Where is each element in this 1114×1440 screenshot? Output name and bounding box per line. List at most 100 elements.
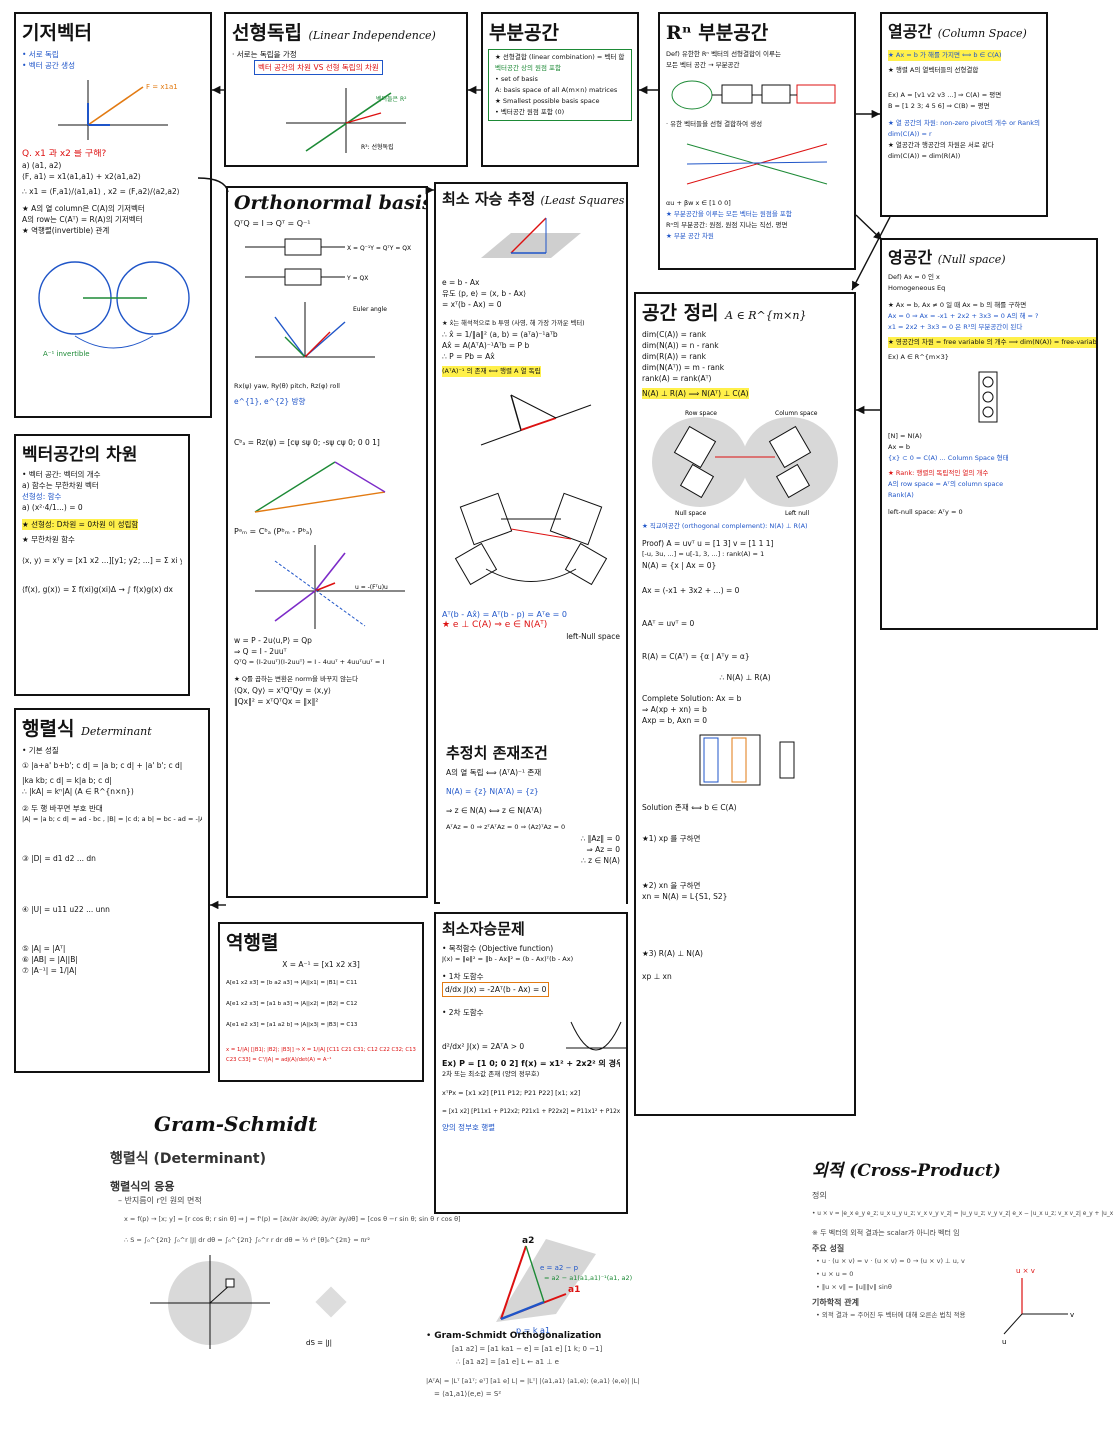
note-line: ② 두 행 바꾸면 부호 반대 — [22, 804, 103, 813]
inverse-matrix-section: 역행렬 X = A⁻¹ = [x1 x2 x3] A[e1 x2 x3] = [… — [218, 922, 424, 1082]
note-line: Ax = 0 ⇒ Ax = -x1 + 2x2 + 3x3 = 0 A의 해 =… — [888, 312, 1039, 320]
note-line: αu + βw x ∈ [1 0 0] — [666, 199, 731, 207]
v-axis-label: v — [1070, 1311, 1074, 1319]
four-fundamental-subspaces-diagram: Row space Column space Null space Left n… — [652, 410, 838, 517]
note-line: ⇒ z ∈ N(A) ⟺ z ∈ N(AᵀA) — [446, 806, 542, 815]
note-line: ★ Ax = b, Ax ≠ 0 일 때 Ax = b 의 해를 구하면 — [888, 301, 1027, 309]
note-line: N(A) = {z} N(AᵀA) = {z} — [446, 787, 539, 796]
note-line: ⇒ Q = I - 2uuᵀ — [234, 647, 287, 656]
determinant-section: 행렬식 Determinant • 기본 성질 ① |a+a' b+b'; c … — [14, 708, 210, 1073]
note-line: ★ 열공간과 행공간의 차원은 서로 같다 — [888, 141, 994, 149]
section-title: 추정치 존재조건 — [446, 744, 548, 762]
note-line: · 서로는 독립을 가정 — [232, 50, 297, 59]
note-line: A[e1 x2 x3] = [a1 b a3] ⇒ |A||x2| = |B2|… — [226, 1001, 358, 1007]
note-line: ∴ ‖Az‖ = 0 — [580, 834, 620, 843]
note-line: 양의 정부호 행렬 — [442, 1123, 496, 1132]
note-line: ★ 무한차원 함수 — [22, 535, 75, 544]
note-line: rank(A) = rank(Aᵀ) — [642, 374, 712, 383]
note-line: • 기본 성질 — [22, 746, 59, 755]
determinant-subheading: 행렬식의 응용 — [110, 1180, 175, 1193]
note-line: N(A) = {x | Ax = 0} — [642, 561, 717, 570]
note-line: Y = QX — [346, 275, 368, 282]
projection-plane-diagram — [481, 217, 581, 258]
note-line: left-null space: Aᵀy = 0 — [888, 508, 963, 516]
note-line: R³: 선형독립 — [361, 143, 394, 151]
note-line: A[e1 e2 x3] = [a1 a2 b] ⇒ |A||x3| = |B3|… — [226, 1022, 358, 1028]
note-line: ④ |U| = u11 u22 ... unn — [22, 905, 110, 914]
section-title-en: (Linear Independence) — [308, 29, 436, 42]
note-line: ★ Smallest possible basis space — [495, 97, 600, 105]
note-line: A의 row space = Aᵀ의 column space — [888, 480, 1004, 488]
note-line: • 벡터공간 원점 포함 (0) — [495, 108, 565, 116]
note-line: |A| = |a b; c d| = ad - bc , |B| = |c d;… — [22, 815, 202, 823]
note-line: • 서로 독립 — [22, 50, 59, 59]
section-title: Rⁿ 부분공간 — [666, 22, 769, 44]
orthogonalization-eq: |AᵀA| = |Lᵀ [a1ᵀ; eᵀ] [a1 e] L| = |Lᵀ| |… — [426, 1377, 640, 1385]
note-line: Solution 존재 ⟺ b ∈ C(A) — [642, 803, 737, 812]
definition-label: 정의 — [812, 1191, 827, 1200]
note-line: Ex) P = [1 0; 0 2] f(x) = x1² + 2x2² 의 경… — [442, 1059, 620, 1068]
projection-label: p = k a1 — [516, 1326, 550, 1334]
frame-translation-diagram — [254, 461, 385, 513]
note-line: ★1) xp 를 구하면 — [642, 834, 701, 843]
a2-label: a2 — [522, 1236, 534, 1246]
note-line: |ka kb; c d| = k|a b; c d| — [22, 776, 112, 785]
note-line: x1 = 2x2 + 3x3 = 0 은 R³의 부분공간이 된다 — [888, 323, 1023, 331]
note-line: Def) 유한한 Rⁿ 벡터의 선형결합이 이루는 — [666, 50, 781, 58]
error-vector-expansion: = a2 − a1(a1,a1)⁻¹(a1, a2) — [544, 1274, 632, 1282]
note-line: ★2) xn 을 구하면 — [642, 881, 701, 890]
section-title: 열공간 — [888, 22, 933, 41]
basis-vector-section: 기저벡터 • 서로 독립 • 벡터 공간 생성 F = x1a1 + x2a2 … — [14, 12, 212, 418]
note-line: ∴ x1 = ⟨F,a1⟩/⟨a1,a1⟩ , x2 = ⟨F,a2⟩/⟨a2,… — [22, 187, 180, 196]
basis-eq-label: F = x1a1 + x2a2 — [146, 83, 178, 91]
u-axis-label: u — [1002, 1338, 1006, 1346]
note-line: • 벡터 공간: 벡터의 개수 — [22, 470, 101, 479]
orthogonalization-eq: ∴ [a1 a2] = [a1 e] L ← a1 ⊥ e — [456, 1358, 559, 1366]
note-line: ∴ z ∈ N(A) — [581, 856, 620, 865]
orthogonalization-eq: [a1 a2] = [a1 ka1 − e] = [a1 e] [1 k; 0 … — [452, 1345, 603, 1353]
note-line: Rank(A) — [888, 491, 914, 499]
section-title: 영공간 — [888, 248, 933, 267]
gram-schmidt-orthogonalization: • Gram-Schmidt Orthogonalization [a1 a2]… — [426, 1330, 686, 1434]
section-title: 기저벡터 — [22, 22, 92, 44]
note-line: ★ 영공간의 차원 = free variable 의 개수 ⟹ dim(N(A… — [888, 337, 1096, 348]
note-line: ★ 선형성: D차원 = 0차원 이 성립함 — [22, 519, 139, 530]
note-line: QᵀQ = I ⇒ Qᵀ = Q⁻¹ — [234, 219, 311, 228]
note-line: e = b - Ax — [442, 278, 480, 287]
null-space-matrix-diagram — [978, 371, 998, 423]
note-line: Cᵇₐ = Rz(ψ) = [cψ sψ 0; -sψ cψ 0; 0 0 1] — [234, 438, 380, 447]
gram-schmidt-vector-figure: a2 a1 p = k a1 e = a2 − p = a2 − a1(a1,a… — [496, 1236, 632, 1334]
property-item: • u × u = 0 — [816, 1270, 854, 1278]
note-line: [N] = N(A) — [888, 432, 922, 440]
note-line: Axp = b, Axn = 0 — [642, 716, 708, 725]
householder-reflection-diagram: u = -(Fᵀu)u — [254, 545, 405, 629]
note-line: d²/dx² J(x) = 2AᵀA > 0 — [442, 1042, 525, 1051]
note-line: ∴ P = Pb = Ax̂ — [442, 352, 495, 361]
note-line: Ax̂ = A(AᵀA)⁻¹Aᵀb = P b — [442, 341, 530, 350]
invertible-mapping-diagram: A⁻¹ invertible — [38, 261, 190, 358]
jacobian-equation: x = f(p) → [x; y] = [r cos θ; r sin θ] ⇒… — [124, 1215, 461, 1223]
note-line: Def) Ax = 0 인 x — [888, 273, 940, 281]
section-title: 벡터공간의 차원 — [22, 445, 138, 465]
note-line: dim(C(A)) = dim(R(A)) — [888, 152, 961, 160]
note-line: Ax = (-x1 + 3x2 + ...) = 0 — [642, 586, 740, 595]
note-line: u = -(Fᵀu)u — [355, 584, 388, 591]
note-line: Euler angle — [353, 306, 387, 313]
note-line: A의 열 독립 ⟺ (AᵀA)⁻¹ 존재 — [446, 768, 542, 777]
note-line: dim(C(A)) = rank — [642, 330, 707, 339]
cross-product-section: 외적 (Cross-Product) 정의 • u × v = |e_x e_y… — [812, 1156, 1114, 1346]
note-line: Aᵀ(b - Ax̂) = Aᵀ(b - p) = Aᵀe = 0 — [442, 610, 567, 619]
bullet-icon: • — [426, 1331, 432, 1341]
note-line: d/dx J(x) = -2Aᵀ(b - Ax) = 0 — [442, 982, 550, 997]
note-line: ⇒ Az = 0 — [586, 845, 620, 854]
cross-product-note: ※ 두 벡터의 외적 결과는 scalar가 아니라 벡터 임 — [812, 1229, 960, 1237]
four-subspaces-diagram — [454, 492, 608, 586]
cross-product-formula: • u × v = |e_x e_y e_z; u_x u_y u_z; v_x… — [812, 1211, 1114, 1217]
pivot-matrix-diagram — [699, 734, 795, 786]
gram-schmidt-title: Gram-Schmidt — [154, 1112, 318, 1136]
section-title-en: (Least Squares estimation) — [540, 194, 626, 207]
note-line: dim(C(A)) = r — [888, 130, 932, 138]
note-line: Complete Solution: Ax = b — [642, 694, 742, 703]
section-title: Orthonormal basis — [234, 192, 428, 214]
note-line: X = Q⁻¹Y = QᵀY = QX — [347, 245, 411, 252]
